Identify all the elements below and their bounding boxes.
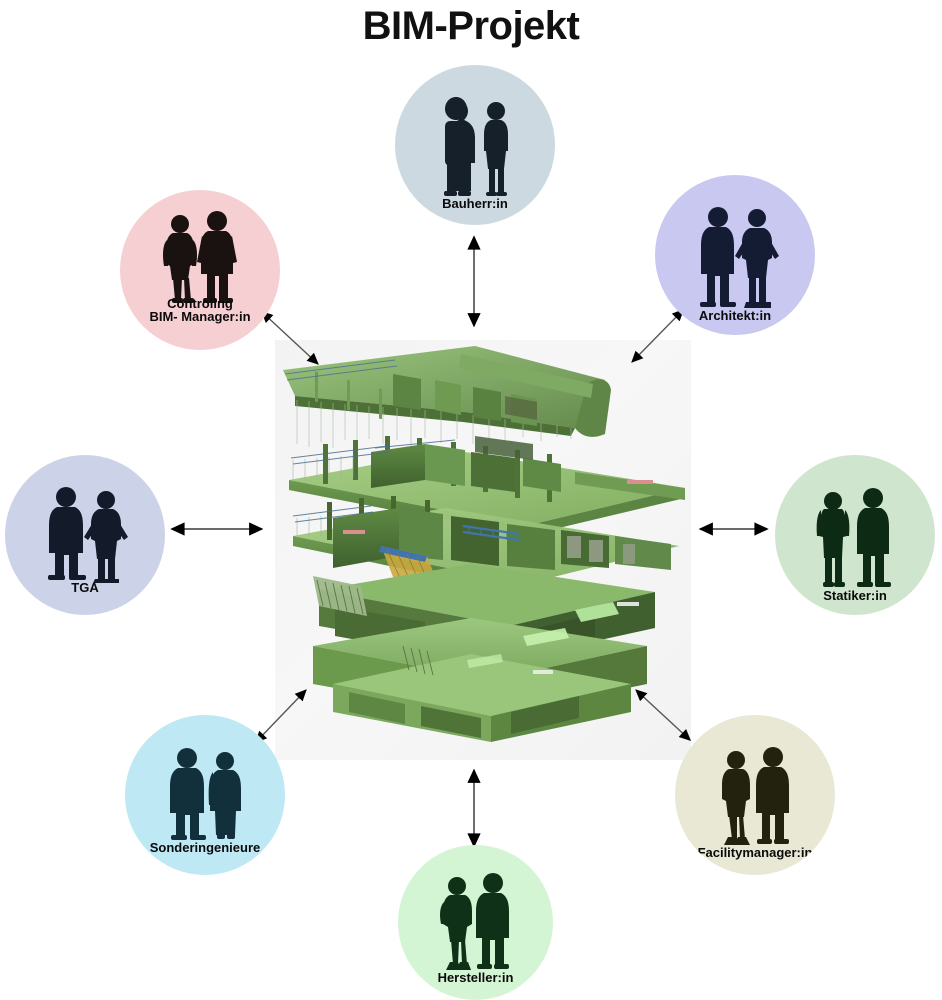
model-level-basement bbox=[313, 618, 647, 742]
node-controling[interactable]: Controling BIM- Manager:in bbox=[120, 190, 280, 350]
bim-model-panel bbox=[275, 340, 691, 760]
page-title: BIM-Projekt bbox=[362, 4, 580, 48]
model-level-roof bbox=[283, 346, 611, 448]
node-facilitymanager[interactable]: Facilitymanager:in bbox=[675, 715, 835, 875]
two-people-silhouette-icon bbox=[163, 211, 237, 303]
bim-building-model-graphic bbox=[283, 346, 685, 742]
two-people-silhouette-icon bbox=[444, 97, 508, 196]
two-people-silhouette-icon bbox=[439, 873, 509, 970]
node-label: Statiker:in bbox=[823, 588, 887, 604]
node-label: TGA bbox=[71, 580, 99, 596]
node-hersteller[interactable]: Hersteller:in bbox=[398, 845, 553, 1000]
node-label: Controling BIM- Manager:in bbox=[149, 295, 251, 325]
two-people-silhouette-icon bbox=[700, 207, 779, 308]
node-label: Architekt:in bbox=[698, 308, 772, 324]
node-label: Bauherr:in bbox=[442, 196, 508, 212]
two-people-silhouette-icon bbox=[722, 747, 789, 845]
node-label: Hersteller:in bbox=[437, 970, 514, 986]
node-statiker[interactable]: Statiker:in bbox=[775, 455, 935, 615]
node-tga[interactable]: TGA bbox=[5, 455, 165, 615]
node-label: Sonderingenieure bbox=[149, 840, 261, 856]
two-people-silhouette-icon bbox=[816, 488, 891, 587]
node-sonderingenieure[interactable]: Sonderingenieure bbox=[125, 715, 285, 875]
model-level-3 bbox=[289, 436, 685, 536]
two-people-silhouette-icon bbox=[48, 487, 128, 583]
two-people-silhouette-icon bbox=[170, 748, 241, 840]
node-bauherr[interactable]: Bauherr:in bbox=[395, 65, 555, 225]
node-architekt[interactable]: Architekt:in bbox=[655, 175, 815, 335]
node-label: Facilitymanager:in bbox=[697, 845, 813, 861]
